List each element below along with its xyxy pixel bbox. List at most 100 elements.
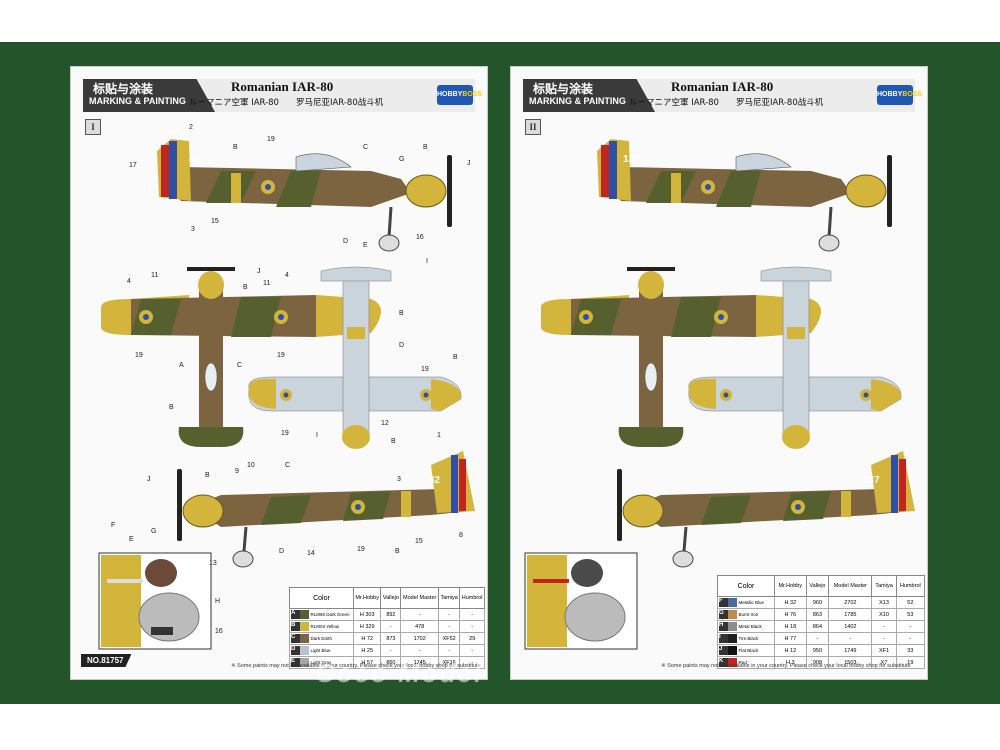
modelmaster-code: 2702 (828, 596, 873, 609)
tamiya-code: - (871, 620, 897, 633)
color-letter: I (719, 634, 728, 643)
color-name: Metallic Blue (738, 600, 765, 605)
section-title-cn: 标贴与涂装 (93, 82, 154, 96)
callout: 19 (421, 366, 429, 373)
callout: 11 (151, 272, 158, 279)
col-header: Humbrol (459, 587, 485, 609)
paint-note: ※ Some paints may not be available in yo… (661, 663, 911, 669)
callout: I (316, 432, 318, 439)
side-profile-bottom: 42 (177, 451, 475, 568)
vallejo-code: 960 (805, 596, 830, 609)
humbrol-code: - (459, 608, 485, 621)
color-swatch (300, 610, 309, 619)
callout: B (453, 354, 458, 361)
aircraft-drawings: 42 (98, 124, 475, 650)
callout: D (399, 342, 404, 349)
color-name: Light Gray (310, 660, 332, 665)
callout: C (363, 144, 368, 151)
section-title-en: MARKING & PAINTING (89, 96, 186, 106)
mrhobby-code: H 57 (352, 656, 382, 669)
callout: I (426, 258, 428, 265)
col-header: Color (289, 587, 354, 609)
callout: 2 (189, 124, 193, 131)
color-swatch (728, 610, 737, 619)
callout: 19 (267, 136, 275, 143)
fuselage-code-bottom: 137 (863, 475, 880, 486)
humbrol-code: 29 (459, 632, 485, 645)
callout: 19 (135, 352, 143, 359)
vallejo-code: 860 (380, 656, 402, 669)
fuselage-code-bottom: 42 (429, 475, 441, 486)
tamiya-code: XF52 (438, 632, 461, 645)
color-letter: D (291, 646, 300, 655)
header-tab (523, 79, 655, 112)
watermark: Coco Model (313, 658, 486, 688)
instruction-sheet-right: 标贴与涂装 MARKING & PAINTING Romanian IAR-80… (510, 66, 928, 680)
vallejo-code: - (380, 644, 402, 657)
callout: B (391, 438, 396, 445)
tamiya-code: XF16 (438, 656, 461, 669)
col-header: Humbrol (895, 575, 926, 597)
color-name: Metal Black (738, 624, 762, 629)
tamiya-code: - (438, 608, 461, 621)
callout: J (147, 476, 151, 483)
color-cell: J Flat Black (716, 644, 776, 657)
color-letter: C (291, 634, 300, 643)
mrhobby-code: H 77 (774, 632, 807, 645)
side-profile-top: 42 (157, 139, 452, 252)
callout: G (399, 156, 404, 163)
callout: B (233, 144, 238, 151)
callout: D (279, 548, 284, 555)
callout: 19 (277, 352, 285, 359)
callout: 12 (381, 420, 389, 427)
vallejo-code: 873 (380, 632, 402, 645)
color-letter: A (291, 610, 300, 619)
color-letter: B (291, 622, 300, 631)
humbrol-code: - (459, 620, 485, 633)
callout: 14 (307, 550, 315, 557)
modelmaster-code: - (400, 608, 440, 621)
callout: 16 (215, 628, 223, 635)
section-title-en: MARKING & PAINTING (529, 96, 626, 106)
fuselage-code: 42 (189, 154, 201, 165)
mrhobby-code: H 18 (774, 620, 807, 633)
vallejo-code: 864 (805, 620, 830, 633)
color-cell: C Dark Earth (289, 632, 354, 645)
hobbyboss-logo: HOBBYBOSS (437, 85, 482, 105)
color-cell: F Metallic Blue (716, 596, 776, 609)
color-name: Dark Earth (310, 636, 333, 641)
modelmaster-code: 1749 (828, 644, 873, 657)
vallejo-code: 950 (805, 644, 830, 657)
callout: D (343, 238, 348, 245)
paint-note: ※ Some paints may not be available in yo… (231, 663, 481, 669)
vallejo-code: - (380, 620, 402, 633)
mrhobby-code: H 32 (774, 596, 807, 609)
tamiya-code: X10 (871, 608, 897, 621)
underside-view (688, 266, 902, 449)
callout: 4 (127, 278, 131, 285)
humbrol-code: 33 (895, 644, 926, 657)
page-subtitle: ルーマニア空軍 IAR-80 罗马尼亚IAR-80战斗机 (189, 98, 384, 108)
color-swatch (300, 646, 309, 655)
callout: 15 (211, 218, 219, 225)
mrhobby-code: H 72 (352, 632, 382, 645)
callout: 3 (397, 476, 401, 483)
callout: B (395, 548, 400, 555)
color-name: Light Blue (310, 648, 331, 653)
color-cell: H Metal Black (716, 620, 776, 633)
color-letter: E (291, 658, 300, 667)
callout: B (423, 144, 428, 151)
color-name: Burnt Iron (738, 612, 759, 617)
humbrol-code: 19 (895, 656, 926, 669)
callout: 1 (437, 432, 441, 439)
color-swatch (728, 598, 737, 607)
color-letter: K (719, 658, 728, 667)
color-swatch (728, 622, 737, 631)
callout: 19 (357, 546, 365, 553)
cockpit-detail-inset (98, 552, 212, 650)
side-profile-bottom: 137 (617, 451, 915, 568)
modelmaster-code: 1785 (828, 608, 873, 621)
color-swatch (728, 634, 737, 643)
